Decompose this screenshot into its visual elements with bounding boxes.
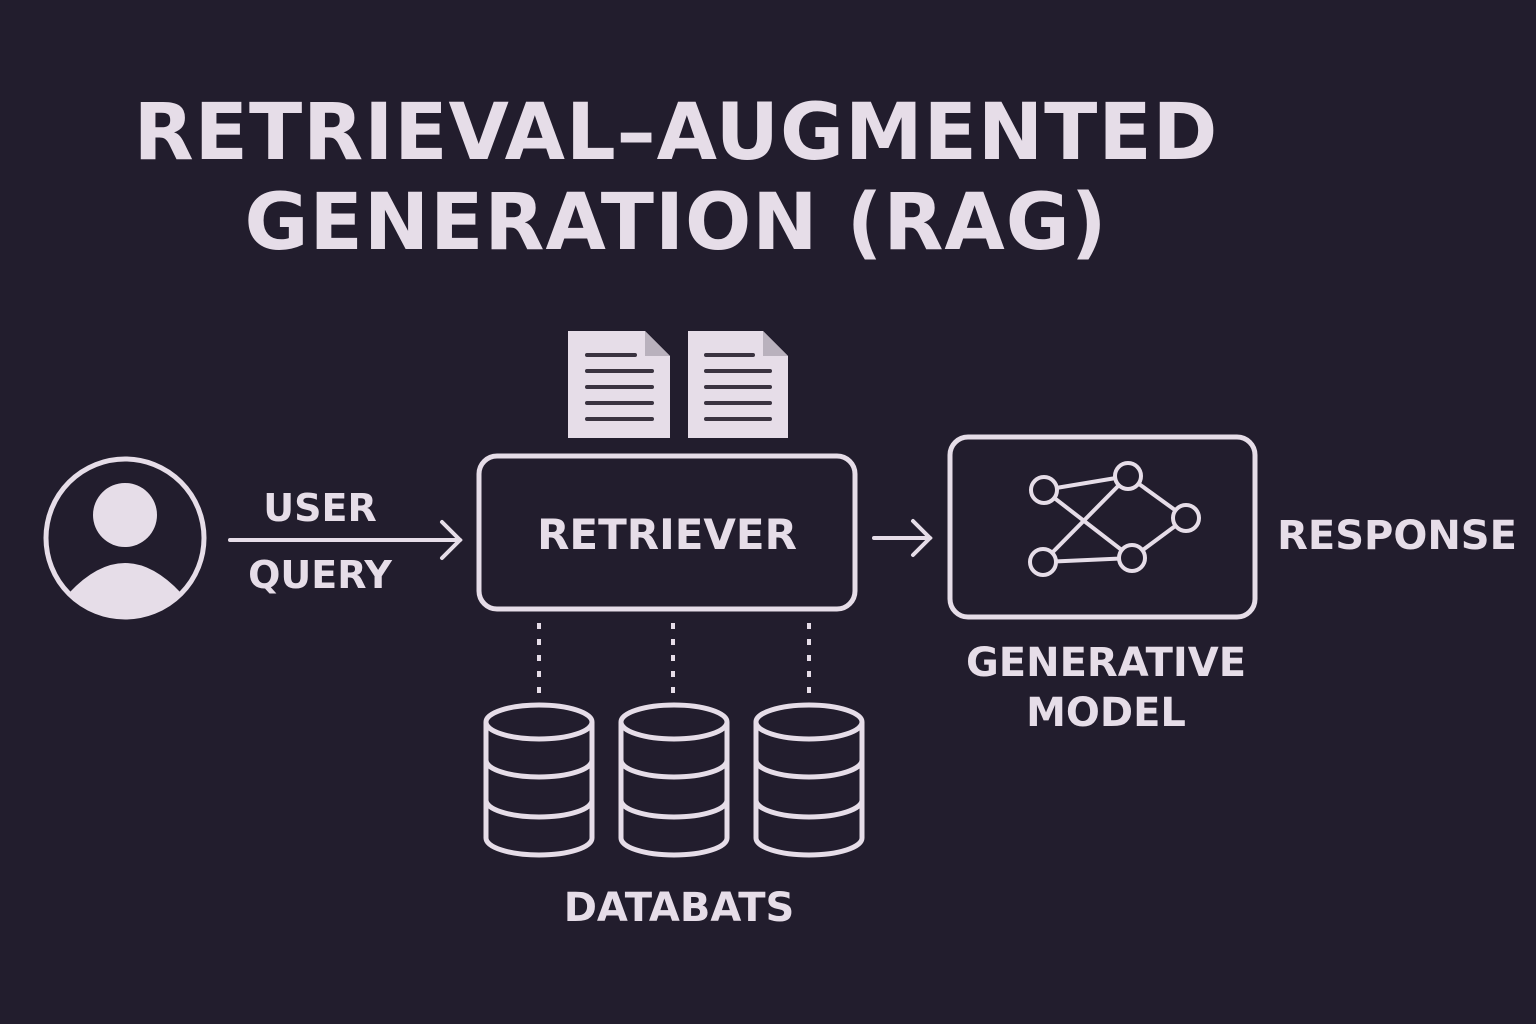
neural-network-icon [1028,461,1201,577]
arrow-to-model [872,519,933,557]
generative-model-label-line2: MODEL [1026,690,1186,736]
user-query-label-line1: USER [263,486,376,530]
document-icon [688,331,788,438]
title-line-2: GENERATION (RAG) [244,178,1108,268]
document-icon [568,331,670,438]
database-icon [483,702,595,858]
database-icon [618,702,730,858]
diagram-title: RETRIEVAL–AUGMENTED GENERATION (RAG) [0,88,1352,268]
databases-label: DATABATS [564,885,795,931]
generative-model-label-line1: GENERATIVE [966,640,1246,686]
user-query-label-line2: QUERY [248,553,392,597]
retriever-label: RETRIEVER [537,510,797,559]
retriever-box [476,453,858,612]
arrow-to-retriever [228,520,463,560]
generative-model-box [947,434,1258,620]
database-icon [753,702,865,858]
title-line-1: RETRIEVAL–AUGMENTED [133,88,1219,178]
user-avatar-icon [43,456,207,620]
response-label: RESPONSE [1277,513,1517,559]
database-connectors [537,623,811,695]
